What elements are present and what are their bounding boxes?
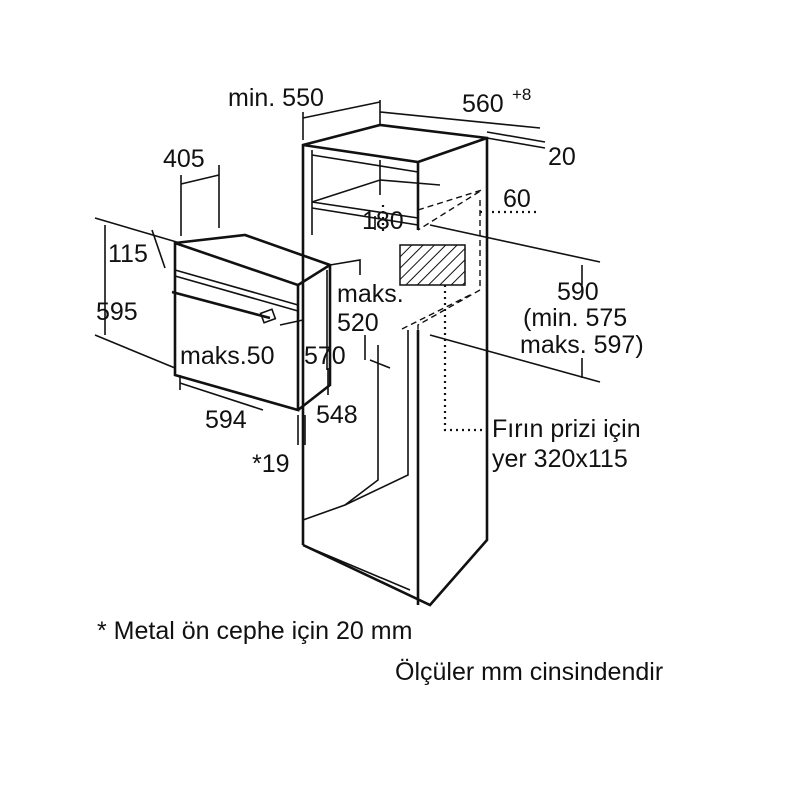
dim-405: 405 [163,145,205,173]
dim-maks-label: maks. [337,280,404,308]
dimension-lines [94,101,601,445]
dim-590: 590 [557,278,599,306]
dim-maks-50: maks.50 [180,342,274,370]
dim-20: 20 [548,143,576,171]
dim-180: 180 [362,207,404,235]
dim-maks-597: maks. 597) [520,331,644,359]
cabinet [301,100,489,607]
dim-115: 115 [108,240,148,268]
dim-594: 594 [205,406,247,434]
socket-note-line1: Fırın prizi için [492,415,641,443]
dim-548: 548 [316,401,358,429]
dim-60: 60 [503,185,531,213]
socket-area-hatch [399,244,466,286]
dim-min-550: min. 550 [228,84,324,112]
dim-560-tolerance: +8 [512,85,531,104]
metal-front-note: * Metal ön cephe için 20 mm [97,617,412,645]
dim-595: 595 [96,298,138,326]
dim-560: 560 [462,90,504,118]
dim-520: 520 [337,309,379,337]
socket-note-line2: yer 320x115 [492,445,628,473]
dim-570: 570 [304,342,346,370]
units-note: Ölçüler mm cinsindendir [395,658,663,686]
oven [171,233,361,412]
dim-min-575: (min. 575 [523,304,627,332]
dim-star-19: *19 [252,450,290,478]
